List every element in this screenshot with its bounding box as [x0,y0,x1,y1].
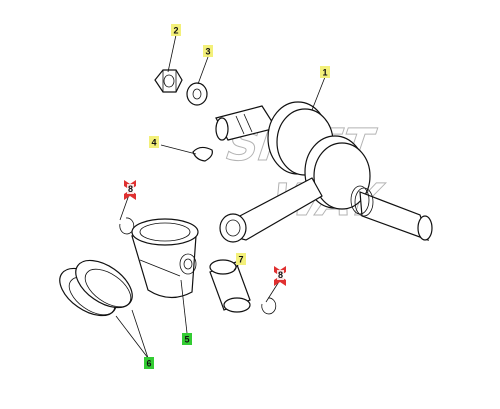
callout-7: 7 [236,253,246,265]
key-part [192,146,213,162]
callout-6: 6 [144,357,154,369]
piston-part [131,218,199,299]
callout-3-label: 3 [205,47,210,57]
callout-5-label: 5 [184,335,189,345]
washer-part [186,82,208,106]
callout-5: 5 [182,333,192,345]
callout-1-label: 1 [322,68,327,78]
callout-2: 2 [171,24,181,36]
circlip-left-part [119,217,135,235]
callout-8-right: 8 [274,266,286,286]
callout-1: 1 [320,66,330,78]
piston-rings-part [59,259,133,317]
callout-4: 4 [149,136,159,148]
nut-part [154,69,183,93]
callout-3: 3 [203,45,213,57]
piston-pin-part [209,259,251,313]
leader-lines [115,34,326,359]
callout-8-right-label: 8 [278,270,283,280]
callout-8-left-label: 8 [128,184,133,194]
callout-4-label: 4 [151,138,156,148]
callout-8-left: 8 [124,180,136,200]
callout-2-label: 2 [173,26,178,36]
callout-6-label: 6 [146,359,151,369]
crankshaft-part [215,101,433,243]
circlip-right-part [261,297,277,315]
callout-7-label: 7 [238,255,243,265]
